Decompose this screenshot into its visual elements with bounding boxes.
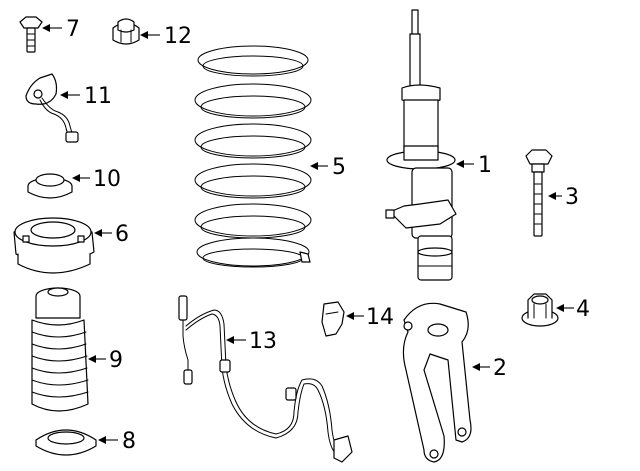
callout-number-4: 4 xyxy=(576,297,590,322)
part-4-flange-nut xyxy=(521,293,559,327)
callout-number-3: 3 xyxy=(565,185,579,210)
callout-7: 7 xyxy=(42,17,80,42)
callout-14: 14 xyxy=(346,305,394,330)
part-3-long-bolt xyxy=(525,149,553,237)
callout-5: 5 xyxy=(310,155,346,180)
callout-number-12: 12 xyxy=(164,24,192,49)
callout-11: 11 xyxy=(60,84,112,109)
callout-4: 4 xyxy=(556,297,590,322)
callout-number-13: 13 xyxy=(249,329,277,354)
callout-1: 1 xyxy=(456,153,492,178)
callout-6: 6 xyxy=(94,222,129,247)
callout-number-9: 9 xyxy=(109,348,123,373)
part-11-sensor xyxy=(25,73,79,143)
callout-3: 3 xyxy=(548,185,579,210)
part-6-strut-mount xyxy=(13,217,95,274)
callout-10: 10 xyxy=(72,167,121,192)
part-12-nut xyxy=(112,18,140,45)
part-1-strut xyxy=(385,9,457,281)
callout-12: 12 xyxy=(140,24,192,49)
callout-number-1: 1 xyxy=(478,153,492,178)
callout-9: 9 xyxy=(88,348,123,373)
callout-8: 8 xyxy=(98,429,136,454)
part-8-spring-seat xyxy=(35,429,97,456)
callout-2: 2 xyxy=(472,356,507,381)
callout-number-10: 10 xyxy=(93,167,121,192)
part-5-coil-spring xyxy=(194,45,312,268)
callout-number-11: 11 xyxy=(84,84,112,109)
callout-13: 13 xyxy=(226,329,277,354)
callout-number-8: 8 xyxy=(122,429,136,454)
part-10-seat xyxy=(27,173,73,199)
part-2-knuckle xyxy=(402,302,472,463)
callout-number-2: 2 xyxy=(493,356,507,381)
part-14-clip xyxy=(321,301,345,337)
callout-number-5: 5 xyxy=(332,155,346,180)
part-9-dust-boot xyxy=(31,287,89,412)
callout-number-6: 6 xyxy=(115,222,129,247)
part-7-bolt xyxy=(19,16,43,53)
callout-number-7: 7 xyxy=(66,17,80,42)
part-13-sensor-wire xyxy=(178,295,353,463)
callout-number-14: 14 xyxy=(366,305,394,330)
